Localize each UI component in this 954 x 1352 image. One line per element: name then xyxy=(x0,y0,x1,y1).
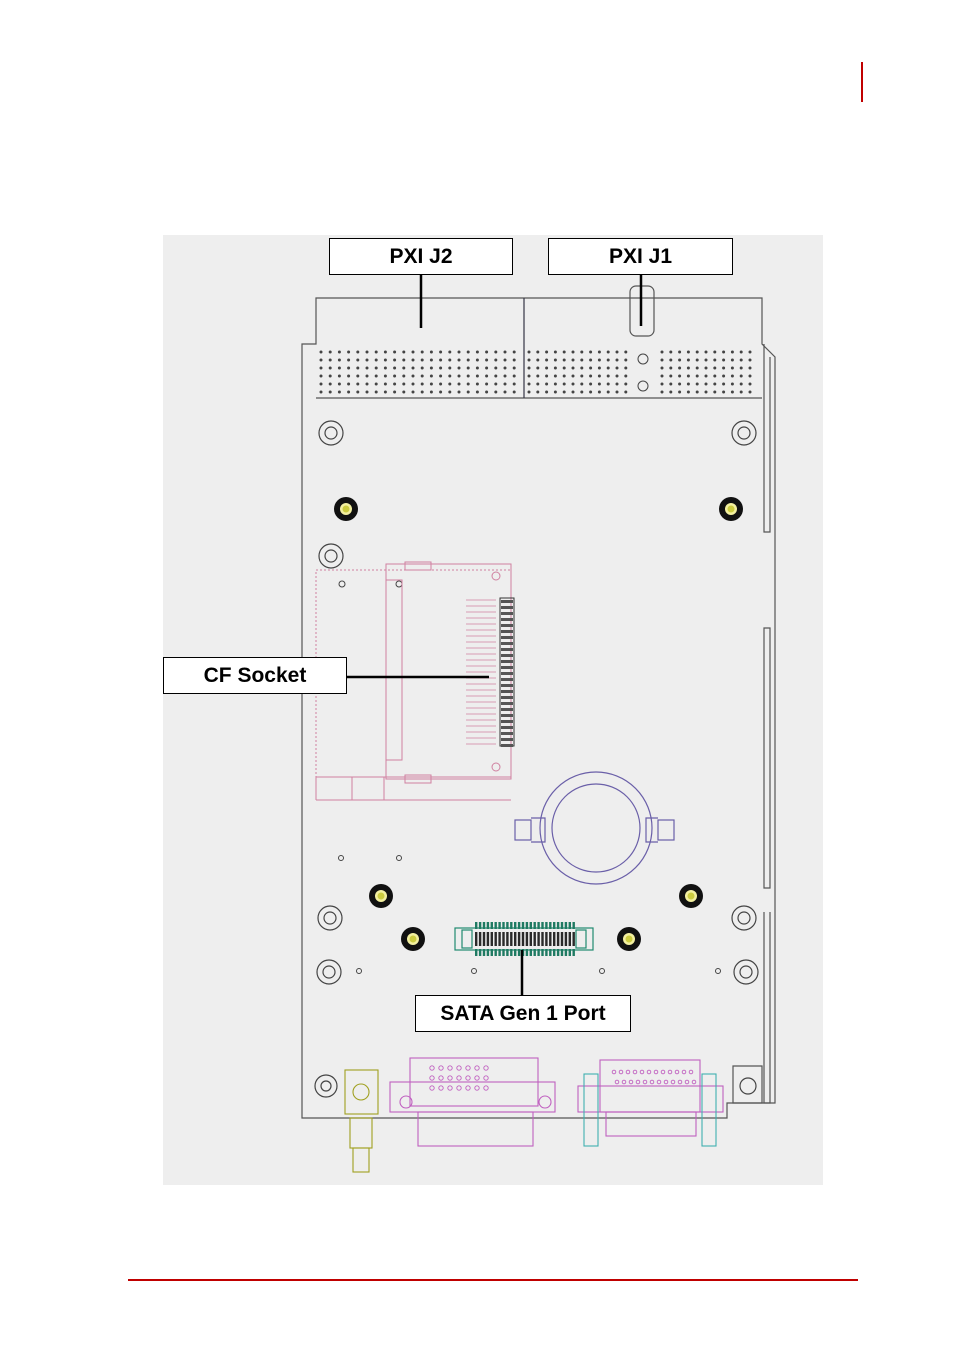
callout-cf-socket: CF Socket xyxy=(163,657,347,694)
battery-holder xyxy=(515,772,674,884)
callout-pxi-j2: PXI J2 xyxy=(329,238,513,275)
cf-socket-pins xyxy=(466,598,514,747)
serial-connector-pins xyxy=(612,1070,696,1084)
sata-connector-pins xyxy=(475,922,575,956)
pxi-connector-pins xyxy=(320,351,752,394)
callout-pxi-j1: PXI J1 xyxy=(548,238,733,275)
callout-leaders xyxy=(347,275,641,995)
vga-connector xyxy=(390,1058,555,1146)
small-vias xyxy=(339,354,721,974)
page-bottom-rule xyxy=(128,1279,858,1281)
standoffs xyxy=(334,497,743,951)
vga-connector-pins xyxy=(430,1066,488,1090)
callout-sata-port: SATA Gen 1 Port xyxy=(415,995,631,1032)
rf-connector xyxy=(345,1070,378,1172)
board-outline xyxy=(302,286,775,1118)
